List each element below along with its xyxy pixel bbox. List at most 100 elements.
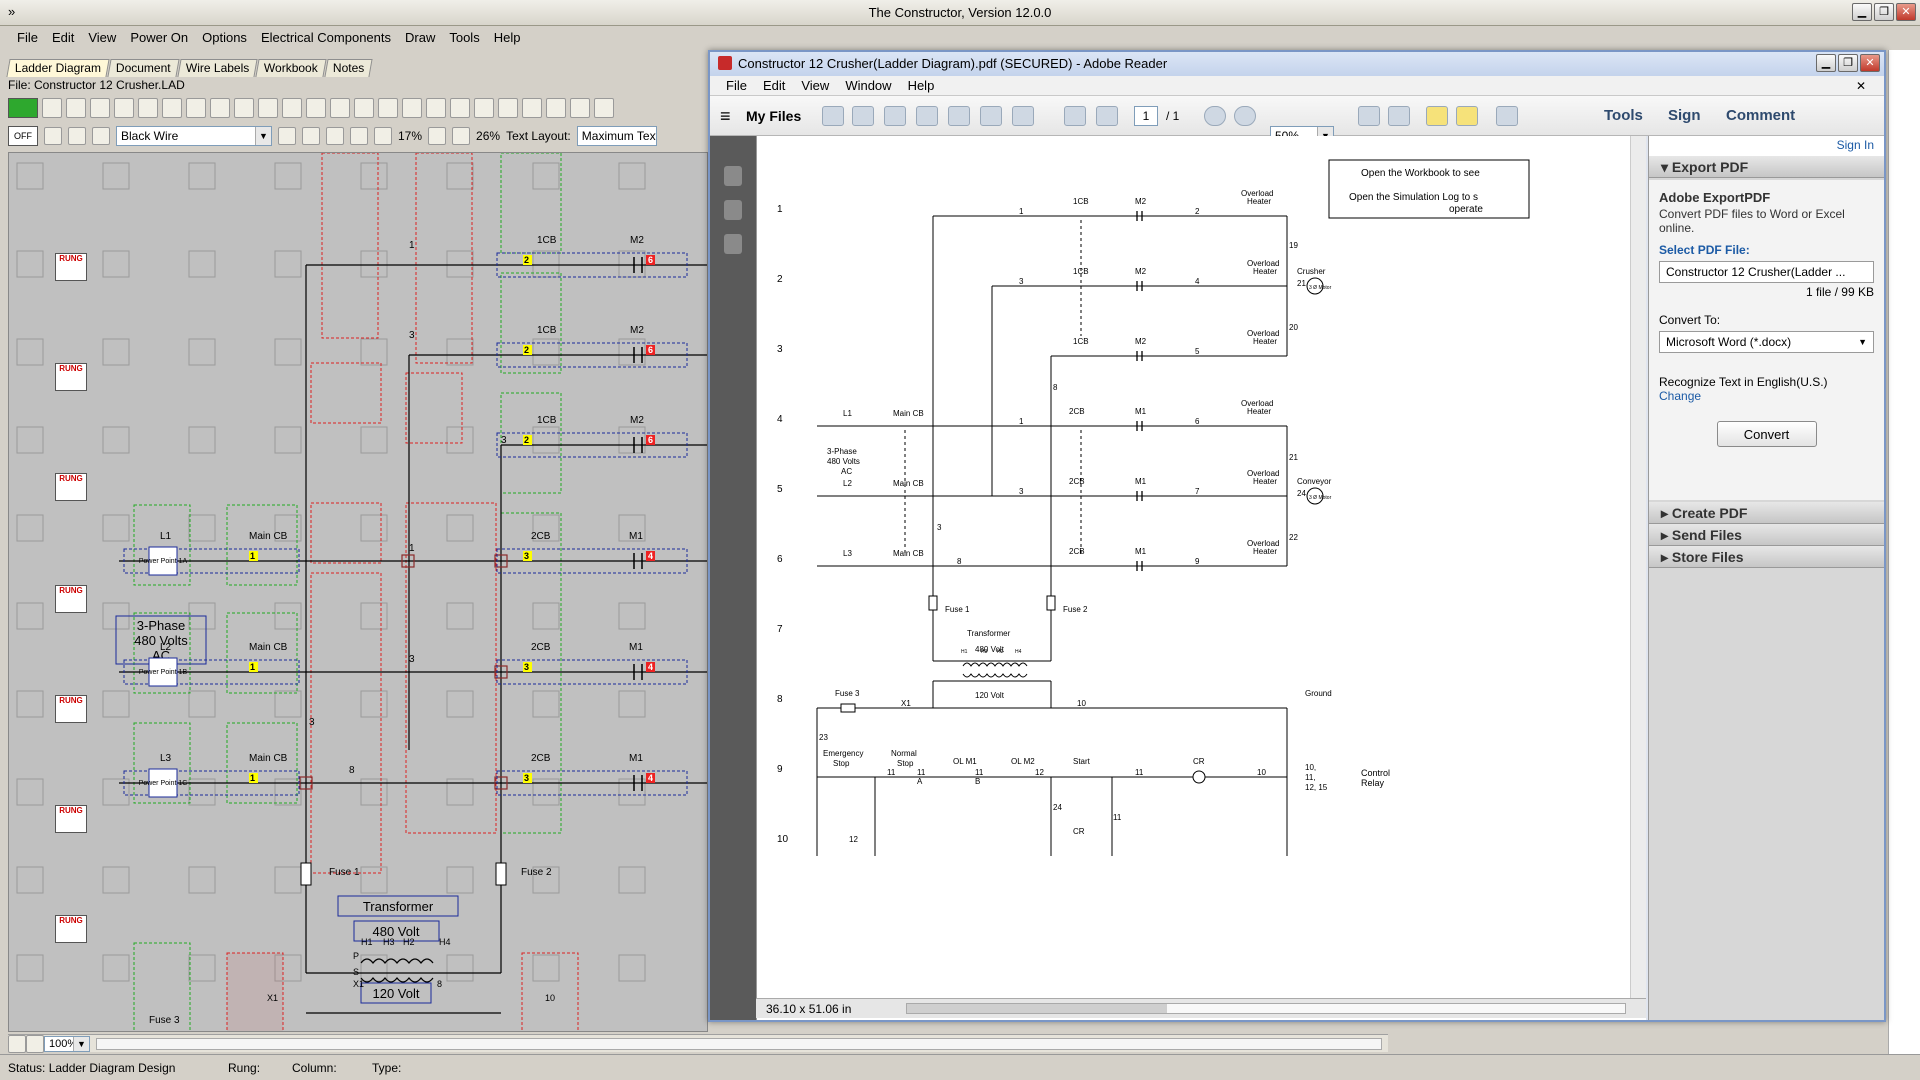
create-pdf-header[interactable]: ▸ Create PDF: [1649, 502, 1884, 524]
reader-menu-help[interactable]: Help: [907, 77, 935, 93]
menu-tools[interactable]: Tools: [449, 30, 480, 45]
export-icon[interactable]: [402, 98, 422, 118]
line-weight-icon[interactable]: [92, 127, 110, 145]
open-folder-icon[interactable]: [90, 98, 110, 118]
export-pdf-header[interactable]: ▾ Export PDF: [1649, 156, 1884, 178]
rung-icon-2[interactable]: RUNG: [55, 363, 87, 391]
fit-width-icon[interactable]: [1388, 106, 1410, 126]
scroll-left-icon[interactable]: [8, 1034, 26, 1053]
sign-in-link[interactable]: Sign In: [1649, 136, 1884, 156]
table-icon[interactable]: [330, 98, 350, 118]
circle-tool-icon[interactable]: [546, 98, 566, 118]
pdf-vscrollbar[interactable]: [1630, 136, 1646, 998]
rung-icon-5[interactable]: RUNG: [55, 695, 87, 723]
solid-line-icon[interactable]: [44, 127, 62, 145]
copy-icon[interactable]: [186, 98, 206, 118]
layout-3-icon[interactable]: [282, 98, 302, 118]
rung-icon-4[interactable]: RUNG: [55, 585, 87, 613]
minimize-button[interactable]: ▁: [1852, 3, 1872, 21]
numbering-icon[interactable]: [326, 127, 344, 145]
pages-icon[interactable]: [724, 200, 742, 220]
pdf-viewport[interactable]: 1 2 3 4 5 6 7 8 9 10 Open the Workbook t…: [756, 136, 1646, 1020]
convert-format-select[interactable]: Microsoft Word (*.docx)▼: [1659, 331, 1874, 353]
highlight-icon[interactable]: [1456, 106, 1478, 126]
ladder-canvas[interactable]: 1CB M2 1CB M2 1CB M2 Main CB 2CB M1 Main…: [8, 152, 708, 1032]
comment-button[interactable]: Comment: [1726, 107, 1796, 124]
open-template-icon[interactable]: [66, 98, 86, 118]
menu-power-on[interactable]: Power On: [130, 30, 189, 45]
send-files-header[interactable]: ▸ Send Files: [1649, 524, 1884, 546]
lock-icon[interactable]: [724, 166, 742, 186]
selected-pdf-file[interactable]: Constructor 12 Crusher(Ladder ...: [1659, 261, 1874, 283]
pdf-hscroll-thumb[interactable]: [907, 1004, 1167, 1013]
rectangle-tool-icon[interactable]: [594, 98, 614, 118]
create-pdf-icon[interactable]: [852, 106, 874, 126]
rung-icon-7[interactable]: RUNG: [55, 915, 87, 943]
tab-ladder-diagram[interactable]: Ladder Diagram: [6, 59, 110, 77]
remove-rung-icon[interactable]: [450, 98, 470, 118]
email-icon[interactable]: [1012, 106, 1034, 126]
tab-workbook[interactable]: Workbook: [255, 59, 327, 77]
zoom-in-icon[interactable]: [1234, 106, 1256, 126]
reader-doc-close-icon[interactable]: ✕: [1855, 78, 1866, 93]
page-icon[interactable]: [378, 98, 398, 118]
v-expand-icon[interactable]: [428, 127, 447, 145]
pdf-hscroll-track[interactable]: [906, 1003, 1626, 1014]
reader-close-button[interactable]: ✕: [1860, 54, 1880, 72]
h-shrink-icon[interactable]: [374, 127, 392, 145]
change-link[interactable]: Change: [1659, 389, 1702, 403]
copyright-icon[interactable]: [278, 127, 296, 145]
menu-help[interactable]: Help: [493, 30, 521, 45]
layout-2-icon[interactable]: [258, 98, 278, 118]
store-files-header[interactable]: ▸ Store Files: [1649, 546, 1884, 568]
menu-file[interactable]: File: [17, 30, 38, 45]
new-icon[interactable]: [42, 98, 62, 118]
rung-icon-6[interactable]: RUNG: [55, 805, 87, 833]
scroll-right-icon[interactable]: [26, 1034, 44, 1053]
eraser-icon[interactable]: [498, 98, 518, 118]
add-rung-icon[interactable]: [426, 98, 446, 118]
cloud-upload-icon[interactable]: [916, 106, 938, 126]
menu-electrical-components[interactable]: Electrical Components: [260, 30, 391, 45]
power-indicator[interactable]: [8, 98, 38, 118]
ellipse-tool-icon[interactable]: [570, 98, 590, 118]
paste-icon[interactable]: [210, 98, 230, 118]
canvas-zoom-select[interactable]: 100%▼: [44, 1035, 90, 1052]
rung-icon-1[interactable]: RUNG: [55, 253, 87, 281]
edit-icon[interactable]: [884, 106, 906, 126]
menu-edit[interactable]: Edit: [51, 30, 75, 45]
pen-icon[interactable]: [474, 98, 494, 118]
adobe-reader-window[interactable]: Constructor 12 Crusher(Ladder Diagram).p…: [708, 50, 1886, 1022]
wire-type-select[interactable]: Black Wire▼: [116, 126, 272, 146]
reader-menu-edit[interactable]: Edit: [762, 77, 786, 93]
menu-draw[interactable]: Draw: [405, 30, 436, 45]
print-icon[interactable]: [138, 98, 158, 118]
comment-bubble-icon[interactable]: [1426, 106, 1448, 126]
line-tool-icon[interactable]: [522, 98, 542, 118]
grid-icon[interactable]: [306, 98, 326, 118]
my-files-button[interactable]: My Files: [746, 108, 802, 124]
h-expand-icon[interactable]: [350, 127, 368, 145]
prev-page-icon[interactable]: [1064, 106, 1086, 126]
tools-button[interactable]: Tools: [1604, 107, 1643, 124]
v-shrink-icon[interactable]: [452, 127, 471, 145]
maximize-button[interactable]: ❐: [1874, 3, 1894, 21]
dashed-line-icon[interactable]: [68, 127, 86, 145]
off-switch[interactable]: OFF: [8, 126, 38, 146]
tab-notes[interactable]: Notes: [324, 59, 373, 77]
reader-maximize-button[interactable]: ❐: [1838, 54, 1858, 72]
save-icon[interactable]: [114, 98, 134, 118]
close-button[interactable]: ✕: [1896, 3, 1916, 21]
reader-menu-view[interactable]: View: [801, 77, 830, 93]
hamburger-icon[interactable]: ≡: [720, 106, 731, 126]
reader-menu-window[interactable]: Window: [845, 77, 892, 93]
rung-icon-3[interactable]: RUNG: [55, 473, 87, 501]
reader-save-icon[interactable]: [948, 106, 970, 126]
cut-icon[interactable]: [162, 98, 182, 118]
zoom-out-icon[interactable]: [1204, 106, 1226, 126]
color-c-icon[interactable]: [302, 127, 320, 145]
fullscreen-icon[interactable]: [1496, 106, 1518, 126]
open-icon[interactable]: [822, 106, 844, 126]
tab-wire-labels[interactable]: Wire Labels: [177, 59, 258, 77]
page-number-input[interactable]: 1: [1134, 106, 1158, 126]
